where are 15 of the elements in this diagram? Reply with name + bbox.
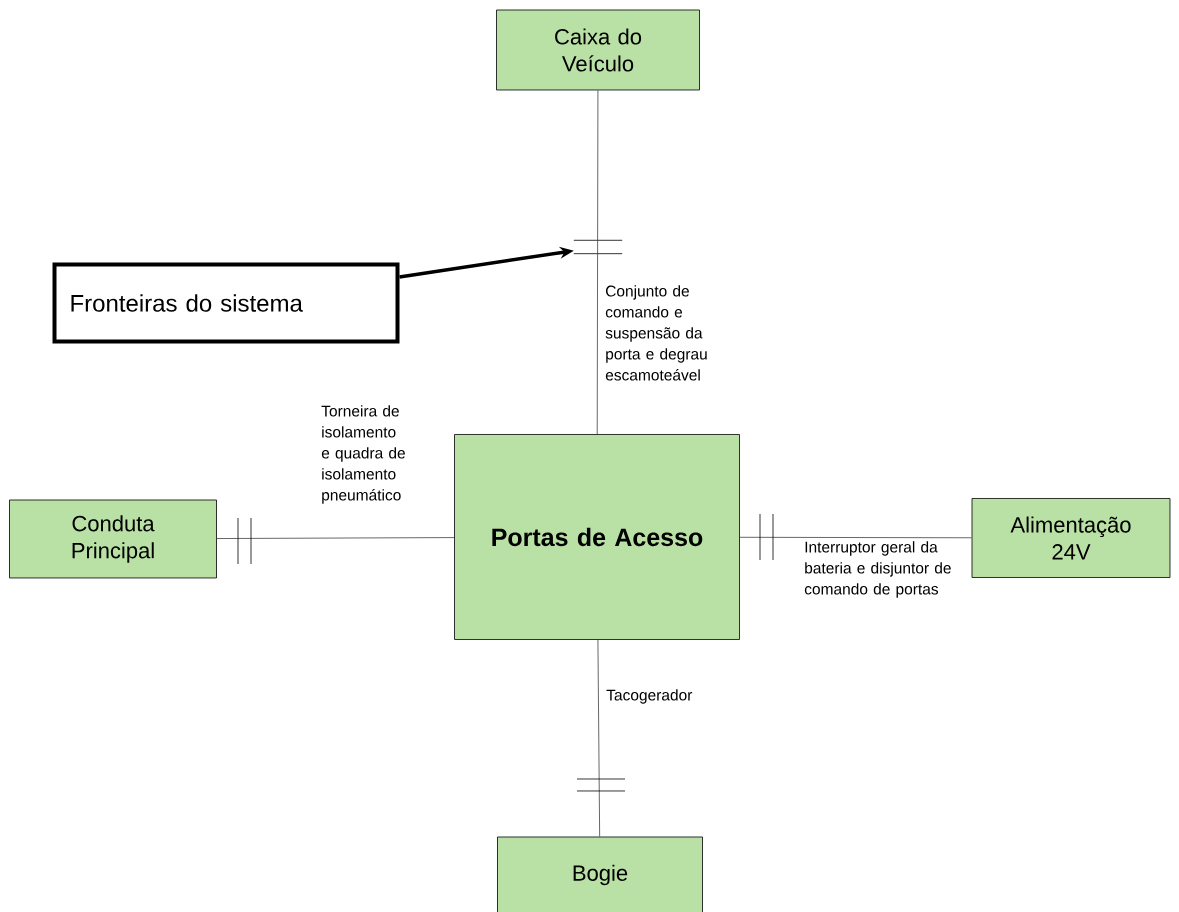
edge-label: Conjunto de comando e suspensão da porta e degrau escamoteável: [605, 285, 707, 381]
edge-label: Tacogerador: [606, 689, 693, 704]
system-box: Portas de Acesso: [454, 434, 740, 640]
component-box: Caixa do Veículo: [496, 9, 700, 91]
connector-line: [739, 536, 972, 539]
connector-line: [216, 537, 455, 539]
edge-label: Interruptor geral da bateria e disjuntor de comando de portas: [804, 541, 951, 598]
callout-box: Fronteiras do sistema: [52, 262, 400, 344]
connector-line: [597, 639, 601, 837]
component-box: Bogie: [497, 836, 703, 912]
component-box: Alimentação 24V: [971, 498, 1171, 578]
boundary-mark: [573, 239, 623, 255]
connector-line: [596, 90, 599, 435]
edge-label: Torneira de isolamento e quadra de isolamento pneumático: [321, 405, 405, 504]
component-box: Conduta Principal: [9, 499, 217, 579]
